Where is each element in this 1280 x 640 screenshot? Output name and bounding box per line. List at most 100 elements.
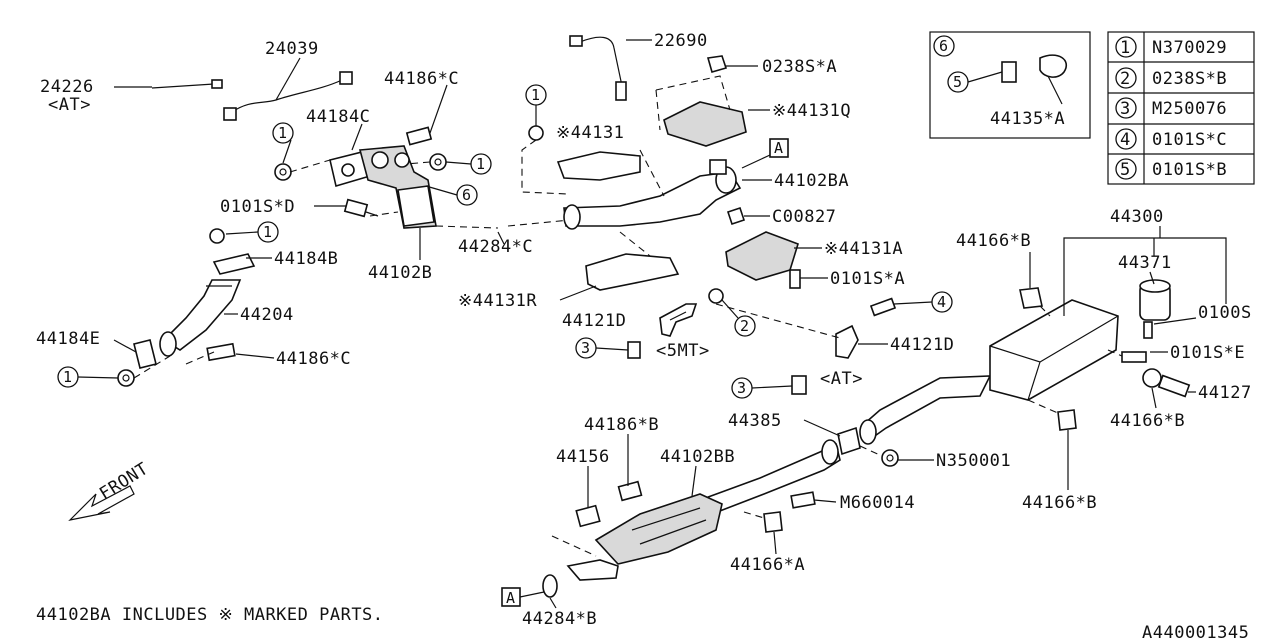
legend-6-frame bbox=[929, 31, 1091, 139]
label-note: 44102BA INCLUDES ※ MARKED PARTS. bbox=[36, 605, 384, 625]
legend-num-1: 1 bbox=[1120, 38, 1131, 58]
part-0238sa-nut bbox=[706, 55, 728, 73]
callout-1-d: 1 bbox=[63, 368, 72, 386]
part-44284b-gasket bbox=[542, 574, 558, 598]
part-44156-spring bbox=[575, 504, 601, 528]
part-bolt-3-left bbox=[627, 341, 641, 359]
label-5mt: <5MT> bbox=[656, 341, 710, 361]
part-44131-shield bbox=[556, 151, 641, 181]
part-44184e-gasket bbox=[133, 339, 157, 369]
label-44102bb: 44102BB bbox=[660, 447, 735, 467]
label-44385: 44385 bbox=[728, 411, 782, 431]
part-44121d-bracket-right bbox=[835, 324, 859, 359]
label-22690: 22690 bbox=[654, 31, 708, 51]
label-44186b: 44186*B bbox=[584, 415, 659, 435]
callout-1-b: 1 bbox=[476, 155, 485, 173]
label-0100s: 0100S bbox=[1198, 303, 1252, 323]
label-at-1: <AT> bbox=[48, 95, 91, 115]
part-44131q-heat-shield bbox=[663, 101, 747, 147]
label-44166b-bottom: 44166*B bbox=[1022, 493, 1097, 513]
part-22690-o2-sensor bbox=[569, 35, 627, 101]
label-44156: 44156 bbox=[556, 447, 610, 467]
callout-2: 2 bbox=[740, 317, 749, 335]
callout-3-b: 3 bbox=[737, 379, 746, 397]
legend-part-1: N370029 bbox=[1152, 38, 1227, 58]
label-44284c: 44284*C bbox=[458, 237, 533, 257]
label-at-2: <AT> bbox=[820, 369, 863, 389]
part-44131r-shield bbox=[585, 253, 680, 291]
part-0101se-bolt bbox=[1121, 351, 1147, 363]
part-m660014-bolt bbox=[790, 491, 816, 509]
part-44131a-shield bbox=[725, 231, 799, 281]
part-44186c-bolt-top bbox=[405, 84, 448, 146]
label-44184e: 44184E bbox=[36, 329, 100, 349]
legend-part-2: 0238S*B bbox=[1152, 69, 1227, 89]
label-44371: 44371 bbox=[1118, 253, 1172, 273]
part-44102b-manifold bbox=[358, 145, 437, 229]
label-diagram-id: A440001345 bbox=[1142, 623, 1249, 640]
label-44135a: 44135*A bbox=[990, 109, 1065, 129]
callout-1-e: 1 bbox=[531, 86, 540, 104]
part-0101sd-bolt bbox=[343, 198, 379, 218]
legend-num-4: 4 bbox=[1120, 130, 1131, 150]
label-44166b-right: 44166*B bbox=[1110, 411, 1185, 431]
label-24226: 24226 bbox=[40, 77, 94, 97]
part-n350001-nut bbox=[881, 449, 899, 467]
callout-5: 5 bbox=[953, 73, 962, 91]
label-24039: 24039 bbox=[265, 39, 319, 59]
part-nut-lower-left bbox=[117, 369, 135, 387]
label-44127: 44127 bbox=[1198, 383, 1252, 403]
label-44300: 44300 bbox=[1110, 207, 1164, 227]
label-0101sa: 0101S*A bbox=[830, 269, 905, 289]
callout-6-legend: 6 bbox=[939, 37, 948, 55]
legend-num-2: 2 bbox=[1120, 69, 1131, 89]
label-a-box-top: A bbox=[774, 139, 783, 157]
part-44385-gasket bbox=[837, 426, 861, 456]
part-44135a-clamp bbox=[1001, 54, 1067, 83]
part-nut-left bbox=[274, 163, 292, 181]
part-44102bb-center-pipe bbox=[698, 439, 841, 515]
part-44186c-bolt-bottom bbox=[206, 342, 236, 362]
legend-num-5: 5 bbox=[1120, 160, 1131, 180]
label-44184c: 44184C bbox=[306, 107, 370, 127]
label-front: FRONT bbox=[96, 459, 152, 504]
label-44166a: 44166*A bbox=[730, 555, 805, 575]
part-labels: 24039 24226 <AT> 44186*C 44184C 0101S*D … bbox=[36, 31, 1252, 640]
label-44121d-right: 44121D bbox=[890, 335, 954, 355]
part-c00827-nut bbox=[726, 206, 746, 226]
part-44184b-gasket bbox=[209, 228, 256, 275]
label-n350001: N350001 bbox=[936, 451, 1011, 471]
legend-table: 1 N370029 2 0238S*B 3 M250076 4 0101S*C … bbox=[1107, 31, 1255, 185]
part-44204-front-pipe bbox=[159, 279, 242, 357]
part-44102ba-pipe bbox=[563, 159, 742, 230]
front-arrow-icon bbox=[68, 485, 135, 521]
part-44127-hanger bbox=[1157, 374, 1191, 398]
label-44204: 44204 bbox=[240, 305, 294, 325]
part-44166b-insulator-right bbox=[1142, 368, 1162, 388]
label-44186c-bottom: 44186*C bbox=[276, 349, 351, 369]
label-m660014: M660014 bbox=[840, 493, 915, 513]
label-a-box-bottom: A bbox=[506, 589, 515, 607]
callout-1-a: 1 bbox=[278, 124, 287, 142]
part-24039-harness bbox=[223, 57, 353, 121]
part-24226-wire bbox=[114, 79, 223, 89]
label-0101se: 0101S*E bbox=[1170, 343, 1245, 363]
part-44121d-bracket-left bbox=[659, 303, 698, 337]
legend-part-3: M250076 bbox=[1152, 99, 1227, 119]
part-44166a-insulator bbox=[763, 511, 783, 533]
part-44371-tail-pipe bbox=[1139, 279, 1171, 321]
label-0101sd: 0101S*D bbox=[220, 197, 295, 217]
legend-part-5: 0101S*B bbox=[1152, 160, 1227, 180]
label-44166b-top: 44166*B bbox=[956, 231, 1031, 251]
legend-num-3: 3 bbox=[1120, 99, 1131, 119]
callout-circles: 1 1 6 1 1 1 2 3 4 3 6 5 bbox=[57, 35, 969, 399]
part-nut-right bbox=[429, 153, 447, 171]
label-44102b: 44102B bbox=[368, 263, 432, 283]
label-0238sa: 0238S*A bbox=[762, 57, 837, 77]
label-44131a: ※44131A bbox=[824, 239, 903, 259]
part-collar-2 bbox=[708, 288, 724, 304]
part-44186b-bolt bbox=[617, 480, 643, 502]
part-bolt-3-right bbox=[791, 375, 807, 395]
legend-part-4: 0101S*C bbox=[1152, 130, 1227, 150]
